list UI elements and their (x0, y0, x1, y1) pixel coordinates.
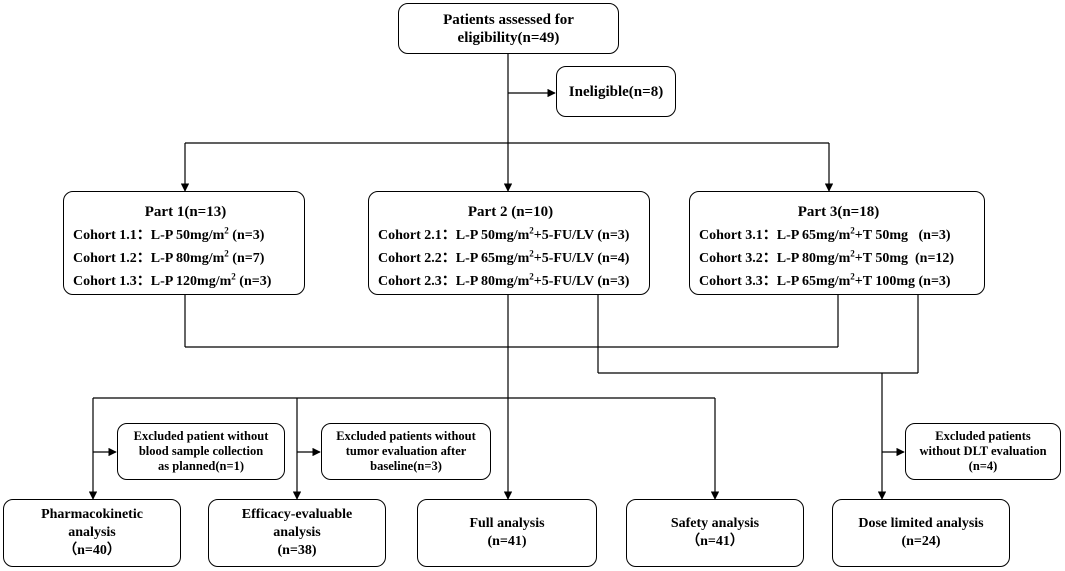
dose-limited-analysis-line2: (n=24) (901, 534, 941, 549)
cohort-3-1: Cohort 3.1：L-P 65mg/m2+T 50mg (n=3) (699, 225, 951, 243)
pk-analysis-line1: Pharmacokinetic (41, 507, 143, 522)
ineligible-label: Ineligible(n=8) (568, 83, 664, 100)
full-analysis-box: Full analysis (n=41) (417, 499, 597, 567)
ineligible-box: Ineligible(n=8) (556, 66, 676, 117)
part-1-title: Part 1(n=13) (144, 204, 227, 220)
cohort-1-1: Cohort 1.1：L-P 50mg/m2 (n=3) (73, 225, 265, 243)
efficacy-analysis-line2: analysis (273, 525, 321, 540)
efficacy-analysis-line3: (n=38) (277, 543, 317, 558)
pk-analysis-box: Pharmacokinetic analysis （n=40） (3, 499, 181, 567)
part-3-box: Part 3(n=18) Cohort 3.1：L-P 65mg/m2+T 50… (689, 191, 985, 295)
pk-excluded-line2: blood sample collection (138, 444, 264, 458)
pk-excluded-box: Excluded patient without blood sample co… (117, 423, 285, 480)
part-2-title: Part 2 (n=10) (467, 204, 554, 220)
assessed-line2: eligibility(n=49) (457, 29, 560, 46)
cohort-2-2: Cohort 2.2：L-P 65mg/m2+5-FU/LV (n=4) (378, 248, 630, 266)
efficacy-excluded-box: Excluded patients without tumor evaluati… (321, 423, 491, 480)
pk-analysis-line2: analysis (68, 525, 116, 540)
part-2-box: Part 2 (n=10) Cohort 2.1：L-P 50mg/m2+5-F… (368, 191, 650, 295)
pk-excluded-line1: Excluded patient without (133, 429, 269, 443)
full-analysis-line2: (n=41) (487, 534, 527, 549)
dlt-excluded-line3: (n=4) (968, 459, 998, 473)
dlt-excluded-line1: Excluded patients (935, 429, 1031, 443)
cohort-2-3: Cohort 2.3：L-P 80mg/m2+5-FU/LV (n=3) (378, 271, 630, 289)
safety-analysis-line2: （n=41） (686, 534, 744, 549)
cohort-2-1: Cohort 2.1：L-P 50mg/m2+5-FU/LV (n=3) (378, 225, 630, 243)
efficacy-analysis-line1: Efficacy-evaluable (241, 507, 353, 522)
assessed-box: Patients assessed for eligibility(n=49) (398, 3, 619, 54)
dose-limited-analysis-box: Dose limited analysis (n=24) (832, 499, 1010, 567)
cohort-1-2: Cohort 1.2：L-P 80mg/m2 (n=7) (73, 248, 265, 266)
assessed-line1: Patients assessed for (443, 11, 574, 28)
efficacy-excluded-line3: baseline(n=3) (370, 459, 442, 473)
cohort-3-2: Cohort 3.2：L-P 80mg/m2+T 50mg (n=12) (699, 248, 955, 266)
full-analysis-line1: Full analysis (469, 516, 545, 531)
efficacy-excluded-line1: Excluded patients without (336, 429, 476, 443)
efficacy-analysis-box: Efficacy-evaluable analysis (n=38) (208, 499, 386, 567)
safety-analysis-line1: Safety analysis (670, 516, 760, 531)
pk-analysis-line3: （n=40） (63, 543, 121, 558)
part-3-title: Part 3(n=18) (797, 204, 880, 220)
dose-limited-analysis-line1: Dose limited analysis (858, 516, 984, 531)
safety-analysis-box: Safety analysis （n=41） (626, 499, 804, 567)
part-1-box: Part 1(n=13) Cohort 1.1：L-P 50mg/m2 (n=3… (63, 191, 305, 295)
pk-excluded-line3: as planned(n=1) (158, 459, 244, 473)
efficacy-excluded-line2: tumor evaluation after (345, 444, 467, 458)
cohort-1-3: Cohort 1.3：L-P 120mg/m2 (n=3) (73, 271, 272, 289)
cohort-3-3: Cohort 3.3：L-P 65mg/m2+T 100mg (n=3) (699, 271, 951, 289)
dlt-excluded-box: Excluded patients without DLT evaluation… (905, 423, 1061, 480)
dlt-excluded-line2: without DLT evaluation (919, 444, 1047, 458)
